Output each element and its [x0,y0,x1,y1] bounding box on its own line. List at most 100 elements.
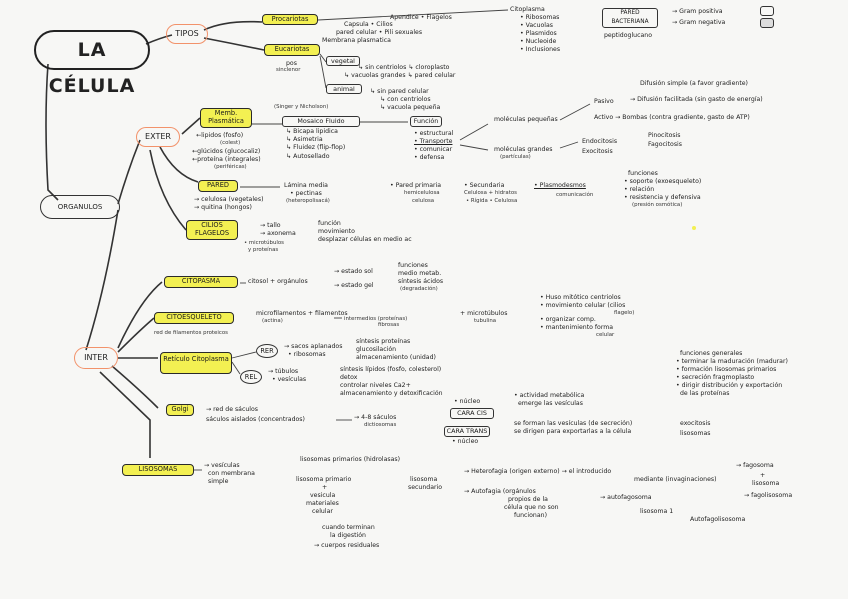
node-cara-cis: CARA CIS [450,408,494,419]
veg-a: ↳ sin centriolos ↳ cloroplasto [358,64,450,71]
fagocitosis: Fagocitosis [648,141,682,148]
fun-b: • Transporte [414,138,453,145]
cq-b: intermedios (proteínas) [344,316,408,322]
proc-list-5: • Inclusiones [520,46,561,53]
autofagolisosoma: Autofagolisosoma [690,516,746,523]
fun-a: • estructural [414,130,454,137]
proc-membrane: Membrana plasmatica [322,37,391,44]
plasmodesmos: • Plasmodesmos [534,182,586,189]
lis-d: lisosoma [410,476,438,483]
par-l1: → celulosa (vegetales) [194,196,264,203]
rel-b: • vesículas [272,376,307,383]
ani-c: ↳ vacuola pequeña [380,104,441,111]
node-lisosomas: LISOSOMAS [122,464,194,476]
mos-b: ↳ Asimetria [286,136,323,143]
par-c2: Celulosa + hidratos [464,190,517,196]
autofagia-2: propios de la [508,496,548,503]
mem-l3b: (periféricas) [214,164,247,170]
pasivo: Pasivo [594,98,614,105]
cito-fun-0: funciones [398,262,428,269]
rel-f-1: detox [340,374,358,381]
rer-b: • ribosomas [288,351,326,358]
node-citoplasma: CITOPASMA [164,276,238,288]
peptidoglucano: peptidoglucano [604,32,652,39]
gol-c2: dictiosomas [364,422,397,428]
dif-simple: Difusión simple (a favor gradiente) [640,80,748,87]
mem-l2: ←glúcidos (glucocaliz) [192,148,261,155]
proc-capsule: Capsula • Cilios [344,21,393,28]
par-a3: (heteropolisacá) [286,198,330,204]
rer-a: → sacos aplanados [284,343,343,350]
rel-f-0: síntesis lípidos (fosfo, colesterol) [340,366,442,373]
cq-fun-4: • mantenimiento forma [540,324,614,331]
veg-b: ↳ vacuolas grandes ↳ pared celular [344,72,456,79]
cil-a: → tallo [260,222,281,229]
node-rel: REL [240,370,262,384]
gol-f1: • actividad metabólica [514,392,585,399]
cito-b: → estado sol [334,268,373,275]
lis-a3: simple [208,478,229,485]
par-b2: hemicelulosa [404,190,440,196]
mos-a: ↳ Bicapa lipidica [286,128,338,135]
node-mosaico: Mosaico Fluido [282,116,360,127]
ani-a: ↳ sin pared celular [370,88,429,95]
lis-e3: → cuerpos residuales [314,542,380,549]
ret-fun-4: • dirigir distribución y exportación [676,382,783,389]
node-inter: INTER [74,347,118,369]
gram-positive-icon [760,6,774,16]
node-organulos: ORGANULOS [40,195,120,219]
fun-c: • comunicar [414,146,453,153]
fag-lisosoma: lisosoma [752,480,780,487]
page-title: LA CÉLULA [34,30,150,97]
activo: Activo → Bombas (contra gradiente, gasto… [594,114,750,121]
rer-f-0: síntesis proteínas [356,338,411,345]
highlight-mark [692,226,696,230]
lis-a: → vesículas [204,462,240,469]
rel-a: → túbulos [268,368,299,375]
rel-f-3: almacenamiento y detoxificación [340,390,443,397]
ret-fun-3: • secreción fragmoplasto [676,374,755,381]
node-animal: animal [326,84,362,94]
cito-fun-3: (degradación) [400,286,438,292]
cq-c: + microtúbulos [460,310,508,317]
exo2: lisosomas [680,430,711,437]
node-pared-bacteriana: PARED BACTERIANA [602,8,658,28]
node-pared: PARED [198,180,238,192]
proc-appendix: Apendice • Flagelos [390,14,452,21]
cito-c: → estado gel [334,282,374,289]
fun-d: • defensa [414,154,445,161]
lis-e: cuando terminan [322,524,375,531]
node-rer: RER [256,344,278,358]
par-fun-2: • relación [624,186,655,193]
par-l2: → quitina (hongos) [194,204,252,211]
mem-sub: (Singer y Nicholson) [274,104,329,110]
rer-f-1: glucosilación [356,346,397,353]
cq-fun-5: celular [596,332,615,338]
fagosoma: → fagosoma [736,462,774,469]
cil-f: función [318,220,341,227]
heterofagia: → Heterofagia (origen externo) → el intr… [464,468,612,475]
par-a2: • pectinas [290,190,322,197]
cq-c2: tubulina [474,318,497,324]
node-eucariotas: Eucariotas [264,44,320,56]
node-membrana: Memb. Plasmática [200,108,252,128]
par-b3: celulosa [412,198,435,204]
ret-fun-5: de las proteínas [680,390,730,397]
plasmodesmos-com: comunicación [556,192,594,198]
cq-fun-0: • Huso mitótico centriolos [540,294,621,301]
gol-e: • núcleo [452,438,479,445]
lis-e2: la digestión [330,532,366,539]
node-tipos: TIPOS [166,24,208,44]
cq-fun-2: flagelo) [614,310,635,316]
autofagia: → Autofagia (orgánulos [464,488,536,495]
lis-c2: + [322,484,328,491]
par-fun-3: • resistencia y defensiva [624,194,701,201]
par-c3: • Rígida • Celulosa [466,198,518,204]
par-a: Lámina media [284,182,328,189]
rer-f-2: almacenamiento (unidad) [356,354,436,361]
ret-fun-1: • terminar la maduración (madurar) [676,358,788,365]
exocitosis: Exocitosis [582,148,613,155]
heterofagia-2: mediante (invaginaciones) [634,476,717,483]
gol-a: → red de sáculos [206,406,259,413]
node-exter: EXTER [136,127,180,147]
